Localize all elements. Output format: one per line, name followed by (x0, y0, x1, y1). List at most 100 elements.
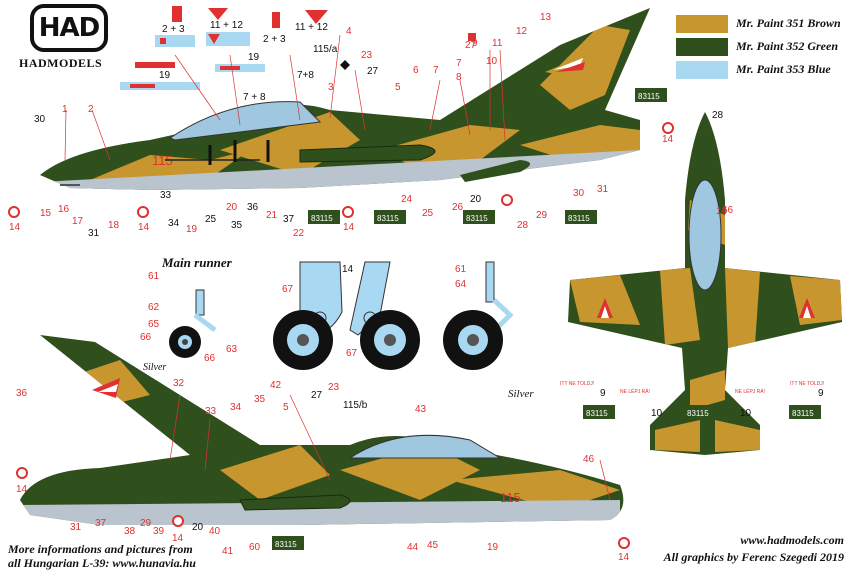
callout: 10 (740, 408, 752, 419)
callout: 17 (72, 216, 84, 227)
callout: 14 (9, 222, 21, 233)
serial-decal-4: 83115 (466, 214, 488, 223)
callout: 31 (70, 522, 82, 533)
callout: 26 (452, 202, 464, 213)
serial-decal-7: 83115 (687, 409, 709, 418)
callout: 22 (293, 228, 305, 239)
callouts-details: 61 62 65 66 66 63 14 67 67 61 64 28 66 9… (140, 110, 824, 419)
callout: 11 + 12 (295, 22, 328, 33)
callout: 20 (226, 202, 238, 213)
callout: 18 (108, 220, 120, 231)
callout: 42 (270, 380, 282, 391)
callout: 35 (231, 220, 243, 231)
serial-decal-9: 83115 (275, 540, 297, 549)
callout: 34 (168, 218, 180, 229)
serial-decal-6: 83115 (586, 409, 608, 418)
callout: 23 (328, 382, 340, 393)
callout: 37 (283, 214, 295, 225)
callout: 61 (148, 271, 160, 282)
serial-decal-5: 83115 (568, 214, 590, 223)
gear-doors-detail (273, 261, 420, 370)
callout: 25 (422, 208, 434, 219)
bottom-side-view: 115 (20, 335, 624, 525)
legend-label-blue: Mr. Paint 353 Blue (736, 62, 831, 76)
callout: 3 (328, 82, 334, 93)
stencil-flap-right: NE LÉPJ RÁ! (735, 388, 765, 395)
callout: 19 (248, 52, 260, 63)
callout: 27 (367, 66, 379, 77)
callout: 11 (492, 38, 503, 49)
footer-left: More informations and pictures from all … (8, 542, 196, 570)
callout: 19 (159, 70, 171, 81)
callout: 61 (455, 264, 467, 275)
callout: 62 (148, 302, 160, 313)
callout: 115/a (313, 44, 338, 55)
callout: 6 (413, 65, 419, 76)
svg-text:115: 115 (500, 490, 521, 505)
callout: 11 + 12 (210, 20, 243, 31)
callout: 10 (486, 56, 498, 67)
callout: 32 (173, 378, 185, 389)
callout: 14 (716, 206, 728, 217)
callout: 67 (282, 284, 294, 295)
svg-text:115: 115 (152, 153, 173, 168)
callout: 36 (247, 202, 259, 213)
footer-right-line1: www.hadmodels.com (740, 533, 844, 547)
callout: 44 (407, 542, 419, 553)
callout: 30 (34, 114, 46, 125)
serial-decal-3: 83115 (377, 214, 399, 223)
callout: 36 (16, 388, 28, 399)
callout: 14 (618, 552, 630, 563)
callout: 14 (138, 222, 150, 233)
callout: 27 (465, 40, 477, 51)
silver-label-right: Silver (508, 388, 534, 400)
callout: 9 (600, 388, 606, 399)
legend-label-green: Mr. Paint 352 Green (736, 39, 839, 53)
callout: 30 (573, 188, 585, 199)
nose-wheel-detail (443, 261, 514, 370)
legend-swatch-brown (676, 15, 728, 33)
legend-label-brown: Mr. Paint 351 Brown (736, 16, 841, 30)
callout: 14 (343, 222, 355, 233)
legend-swatch-green (676, 38, 728, 56)
callout: 24 (401, 194, 413, 205)
callout: 38 (124, 526, 136, 537)
callout: 2 + 3 (162, 24, 185, 35)
callout: 35 (254, 394, 266, 405)
callout: 66 (140, 332, 152, 343)
callout: 7 (433, 65, 439, 76)
callout: 66 (722, 205, 734, 216)
had-logo: HAD (30, 4, 108, 52)
callout: 31 (597, 184, 609, 195)
callout: 20 (192, 522, 204, 533)
callout: 2 + 3 (263, 34, 286, 45)
callout: 25 (205, 214, 217, 225)
callout: 29 (140, 518, 152, 529)
callout: 10 (651, 408, 663, 419)
callout: 28 (712, 110, 724, 121)
callout: 43 (415, 404, 427, 415)
callout: 41 (222, 546, 234, 557)
stencil-decals-top (120, 6, 476, 90)
callout: 64 (455, 279, 467, 290)
main-runner-detail (169, 289, 217, 358)
stencil-wing-right: ITT NE TOLDJ! (790, 381, 824, 387)
main-runner-title: Main runner (162, 255, 232, 270)
callout: 1 (62, 104, 68, 115)
callout: 40 (209, 526, 221, 537)
silver-label-left: Silver (143, 362, 167, 373)
callout: 13 (540, 12, 552, 23)
callout: 9 (818, 388, 824, 399)
callout: 31 (88, 228, 100, 239)
callout: 65 (148, 319, 160, 330)
footer-right: www.hadmodels.com All graphics by Ferenc… (664, 533, 844, 564)
stencil-texts: ITT NE TOLDJ! ITT NE TOLDJ! NE LÉPJ RÁ! … (560, 381, 824, 395)
callout: 14 (172, 533, 184, 544)
callout: 19 (186, 224, 198, 235)
callout: 4 (346, 26, 352, 37)
callout: 7 + 8 (243, 92, 266, 103)
callout: 5 (395, 82, 401, 93)
serial-decal-8: 83115 (792, 409, 814, 418)
